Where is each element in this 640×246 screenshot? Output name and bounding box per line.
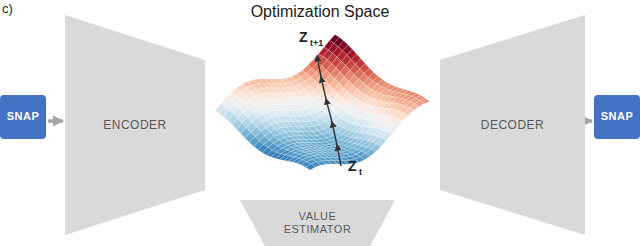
latent-symbol: Z [348,158,357,174]
snap-box: SNAP [594,95,640,139]
flow-arrow [587,119,592,123]
optimization-step [326,99,332,122]
node-label: VALUE ESTIMATOR [273,210,363,236]
snap-box: SNAP [0,95,46,139]
latent-subscript: t+1 [310,38,323,48]
optimization-step [337,145,341,166]
node-label: DECODER [481,118,545,132]
trapezoid-shape [240,200,395,246]
value-estimator-trapezoid: VALUE ESTIMATOR [240,200,395,246]
node-label: SNAP [7,110,40,123]
node-label: SNAP [601,110,634,123]
optimization-step [332,122,337,145]
decoder-trapezoid: DECODER [440,15,585,235]
optimization-step [321,77,326,99]
panel-letter: c) [2,1,13,16]
encoder-trapezoid: ENCODER [65,15,205,235]
surface-cell [306,164,316,170]
node-label: ENCODER [103,118,167,132]
trapezoid-shape [440,15,585,235]
latent-subscript: t [359,167,362,177]
latent-symbol: Z [299,29,308,45]
optimization-step [317,56,321,77]
flow-arrow [48,119,63,123]
diagram-title: Optimization Space [0,3,640,21]
trapezoid-shape [65,15,205,235]
